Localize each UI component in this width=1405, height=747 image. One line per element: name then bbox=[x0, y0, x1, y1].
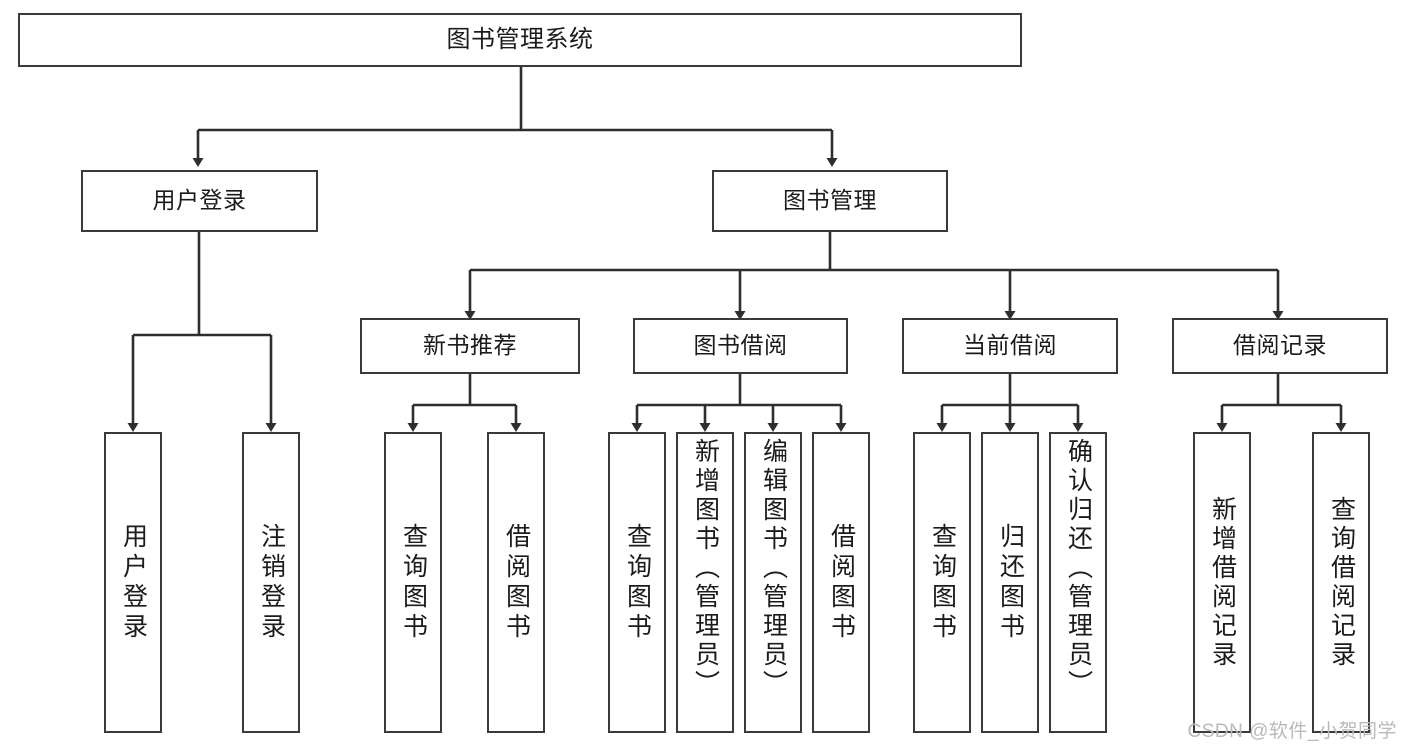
node-leaf-query-book-3-label: 查询图书 bbox=[928, 522, 957, 643]
node-new-book-recommend-label: 新书推荐 bbox=[423, 332, 517, 359]
node-leaf-return-book-label: 归还图书 bbox=[996, 522, 1025, 643]
node-book-borrow[interactable]: 图书借阅 bbox=[633, 318, 848, 374]
node-leaf-logout[interactable]: 注销登录 bbox=[242, 432, 300, 733]
node-leaf-borrow-book-2-label: 借阅图书 bbox=[827, 522, 856, 643]
node-book-manage[interactable]: 图书管理 bbox=[712, 170, 948, 232]
node-leaf-query-book-3[interactable]: 查询图书 bbox=[913, 432, 971, 733]
node-leaf-borrow-book-2[interactable]: 借阅图书 bbox=[812, 432, 870, 733]
node-user-login[interactable]: 用户登录 bbox=[81, 170, 318, 232]
node-current-borrow[interactable]: 当前借阅 bbox=[902, 318, 1118, 374]
node-root[interactable]: 图书管理系统 bbox=[18, 13, 1022, 67]
node-borrow-record-label: 借阅记录 bbox=[1233, 332, 1327, 359]
node-current-borrow-label: 当前借阅 bbox=[963, 332, 1057, 359]
node-leaf-return-book[interactable]: 归还图书 bbox=[981, 432, 1039, 733]
node-book-borrow-label: 图书借阅 bbox=[693, 332, 788, 359]
node-leaf-query-book-1[interactable]: 查询图书 bbox=[384, 432, 442, 733]
node-leaf-query-book-2-label: 查询图书 bbox=[623, 522, 652, 643]
node-leaf-logout-label: 注销登录 bbox=[257, 522, 286, 643]
watermark-text: CSDN @软件_小贺同学 bbox=[1187, 721, 1397, 742]
node-leaf-user-login[interactable]: 用户登录 bbox=[104, 432, 162, 733]
node-leaf-query-record-label: 查询借阅记录 bbox=[1327, 495, 1356, 670]
node-leaf-add-book[interactable]: 新增图书（管理员） bbox=[676, 432, 734, 733]
node-leaf-user-login-label: 用户登录 bbox=[119, 522, 148, 643]
node-new-book-recommend[interactable]: 新书推荐 bbox=[360, 318, 580, 374]
node-leaf-query-book-1-label: 查询图书 bbox=[399, 522, 428, 643]
node-leaf-query-book-2[interactable]: 查询图书 bbox=[608, 432, 666, 733]
node-leaf-edit-book-label: 编辑图书（管理员） bbox=[759, 438, 788, 699]
node-leaf-query-record[interactable]: 查询借阅记录 bbox=[1312, 432, 1370, 733]
node-root-label: 图书管理系统 bbox=[446, 25, 594, 53]
node-user-login-label: 用户登录 bbox=[152, 187, 247, 214]
node-leaf-confirm-return-label: 确认归还（管理员） bbox=[1064, 438, 1093, 699]
node-book-manage-label: 图书管理 bbox=[783, 187, 877, 214]
node-leaf-add-book-label: 新增图书（管理员） bbox=[691, 438, 720, 699]
node-leaf-add-record-label: 新增借阅记录 bbox=[1208, 495, 1237, 670]
node-leaf-borrow-book-1-label: 借阅图书 bbox=[502, 522, 531, 643]
node-leaf-borrow-book-1[interactable]: 借阅图书 bbox=[487, 432, 545, 733]
node-leaf-confirm-return[interactable]: 确认归还（管理员） bbox=[1049, 432, 1107, 733]
node-leaf-add-record[interactable]: 新增借阅记录 bbox=[1193, 432, 1251, 733]
node-borrow-record[interactable]: 借阅记录 bbox=[1172, 318, 1388, 374]
node-leaf-edit-book[interactable]: 编辑图书（管理员） bbox=[744, 432, 802, 733]
